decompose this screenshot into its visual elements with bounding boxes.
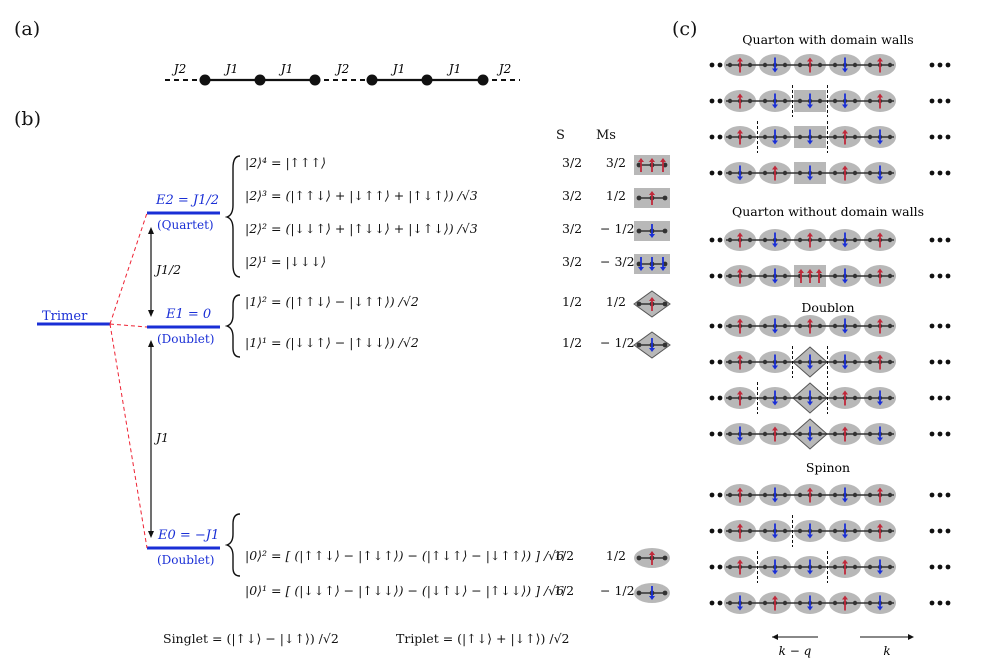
state-label: |2⟩¹ = |↓↓↓⟩ [245, 254, 326, 269]
singlet-definition: Singlet = (|↑↓⟩ − |↓↑⟩) /√2 [163, 631, 339, 646]
k-minus-q-label: k − q [779, 644, 812, 658]
site-dot [254, 74, 266, 86]
e0-level-type: (Doublet) [157, 553, 215, 567]
panel-a-label: (a) [14, 18, 41, 40]
chain-row [709, 592, 951, 614]
braces [225, 155, 241, 577]
state-ms: − 1/2 [600, 221, 635, 236]
state-spin: 3/2 [562, 221, 583, 236]
diamond-down-icon [633, 331, 671, 359]
site-dot [477, 74, 489, 86]
chain-row [709, 346, 951, 378]
bond-label: J2 [171, 62, 186, 76]
ms-header: Ms [596, 128, 616, 143]
bond-label: J1 [446, 62, 461, 76]
panel-c-label: (c) [672, 18, 698, 40]
box-up-icon [634, 188, 670, 208]
section-title: Spinon [806, 460, 850, 475]
panel-b-label: (b) [14, 108, 41, 130]
state-ms: 1/2 [605, 294, 626, 309]
k-label: k [883, 644, 890, 658]
state-label: |2⟩⁴ = |↑↑↑⟩ [245, 155, 326, 170]
chain-row [709, 162, 951, 184]
chain-row [709, 265, 951, 287]
state-label: |0⟩² = [ (|↑↑↓⟩ − |↑↓↑⟩) − (|↑↓↑⟩ − |↓↑↑… [245, 548, 565, 563]
state-ms: 3/2 [605, 155, 626, 170]
triplet-definition: Triplet = (|↑↓⟩ + |↓↑⟩) /√2 [396, 631, 570, 646]
e2-level-type: (Quartet) [157, 218, 214, 232]
chain-row [709, 54, 951, 76]
state-spin: 1/2 [554, 583, 575, 598]
e0-level-label: E0 = −J1 [158, 528, 220, 543]
state-label: |2⟩² = (|↓↓↑⟩ + |↑↓↓⟩ + |↓↑↓⟩) /√3 [245, 221, 478, 236]
chain-row [709, 515, 951, 547]
section-title: Quarton without domain walls [732, 204, 924, 219]
trimer-label: Trimer [42, 309, 88, 324]
state-ms: 1/2 [605, 188, 626, 203]
state-ms: 1/2 [605, 548, 626, 563]
e1-level-label: E1 = 0 [166, 307, 212, 322]
bond-label: J1 [278, 62, 293, 76]
ellipse-down-icon [634, 583, 670, 603]
site-dot [309, 74, 321, 86]
e1-level-type: (Doublet) [157, 332, 215, 346]
gap-small-label: J1/2 [156, 262, 182, 277]
state-spin: 1/2 [562, 335, 583, 350]
chain-row [709, 229, 951, 251]
state-label: |1⟩² = (|↑↑↓⟩ − |↓↑↑⟩) /√2 [245, 294, 419, 309]
state-ms: − 1/2 [600, 335, 635, 350]
state-spin: 1/2 [562, 294, 583, 309]
chain-row [709, 85, 951, 117]
site-dot [199, 74, 211, 86]
section-title: Quarton with domain walls [742, 32, 913, 47]
bond-label: J1 [223, 62, 238, 76]
energy-level-diagram [37, 211, 220, 550]
box-three-down-icon [634, 254, 670, 274]
chain-row [709, 484, 951, 506]
chain-row [709, 382, 951, 414]
gap-large-label: J1 [156, 430, 169, 445]
state-ms: − 1/2 [600, 583, 635, 598]
bond-label: J2 [496, 62, 511, 76]
state-label: |1⟩¹ = (|↓↓↑⟩ − |↑↓↓⟩) /√2 [245, 335, 419, 350]
state-spin: 1/2 [554, 548, 575, 563]
bond-label: J1 [390, 62, 405, 76]
state-spin: 3/2 [562, 254, 583, 269]
chain-row [709, 121, 951, 153]
box-down-icon [634, 221, 670, 241]
chain-row [709, 551, 951, 583]
chain-row [709, 315, 951, 337]
box-three-up-icon [634, 155, 670, 175]
ellipse-up-icon [634, 548, 670, 568]
diamond-up-icon [633, 290, 671, 318]
state-spin: 3/2 [562, 188, 583, 203]
section-title: Doublon [801, 300, 854, 315]
state-label: |0⟩¹ = [ (|↓↓↑⟩ − |↑↓↓⟩) − (|↓↑↓⟩ − |↑↓↓… [245, 583, 565, 598]
bond-label: J2 [334, 62, 349, 76]
state-label: |2⟩³ = (|↑↑↓⟩ + |↓↑↑⟩ + |↑↓↑⟩) /√3 [245, 188, 478, 203]
state-ms: − 3/2 [600, 254, 635, 269]
site-dot [366, 74, 378, 86]
chain-row [709, 418, 951, 450]
state-spin: 3/2 [562, 155, 583, 170]
spin-header: S [556, 128, 565, 143]
site-dot [421, 74, 433, 86]
e2-level-label: E2 = J1/2 [156, 193, 220, 208]
trimer-chain-diagram: J2 J1 J1 J2 J1 J1 J2 [165, 62, 520, 86]
